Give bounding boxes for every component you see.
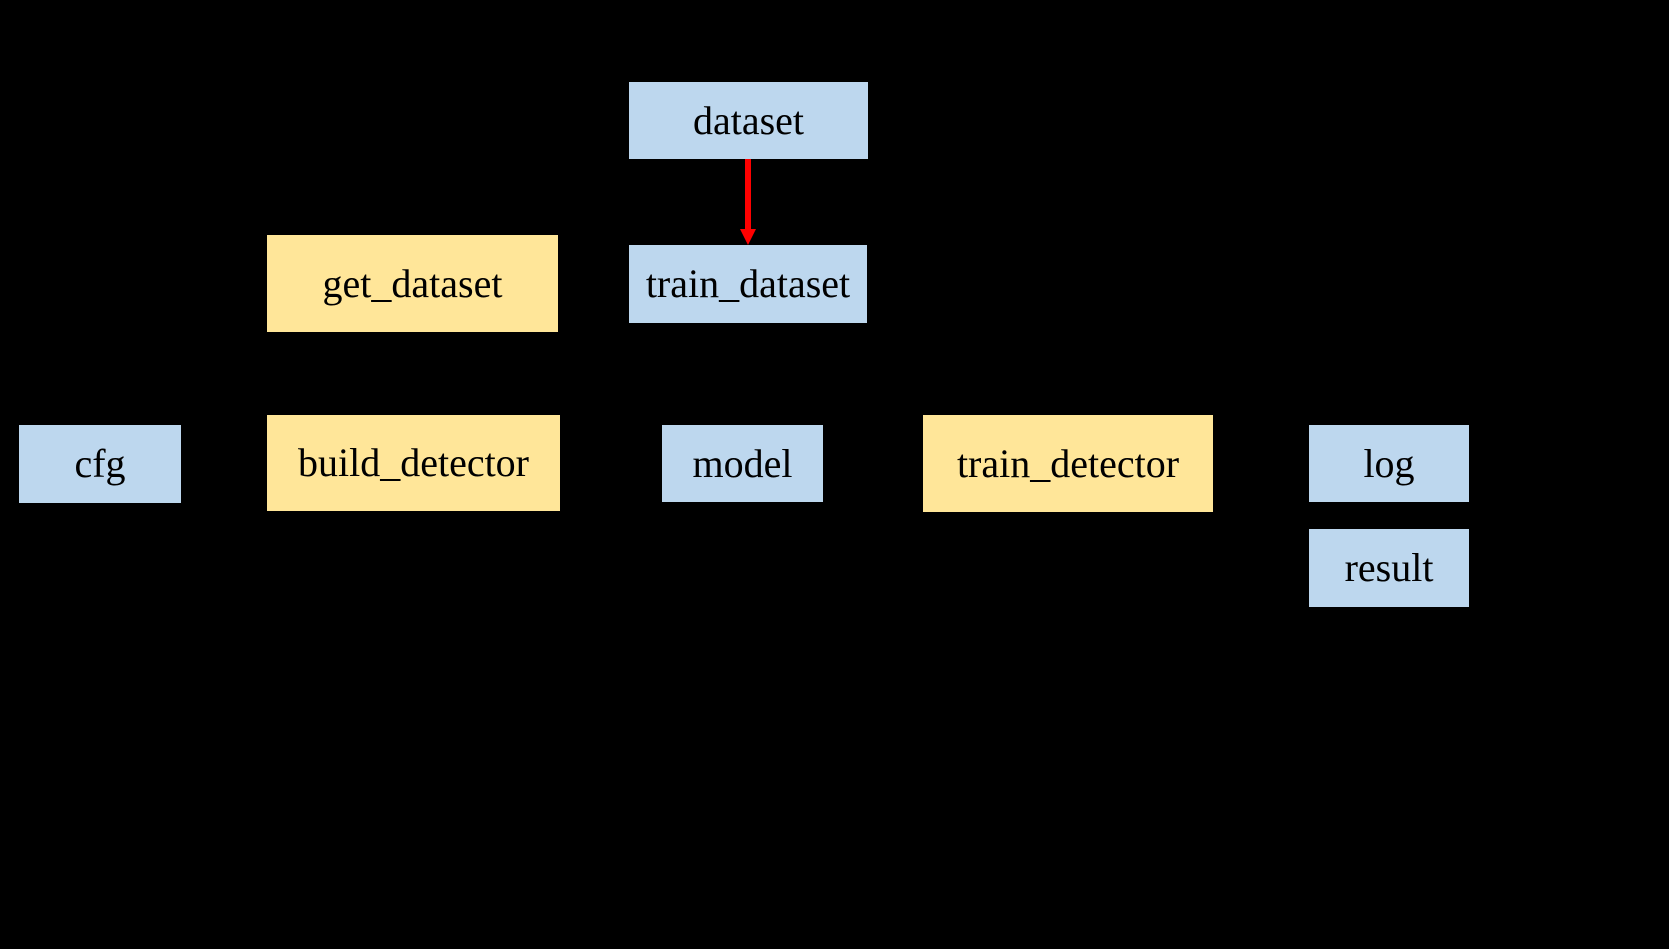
node-build-detector: build_detector: [267, 415, 560, 511]
node-dataset: dataset: [629, 82, 868, 159]
node-train-detector: train_detector: [923, 415, 1213, 512]
node-model: model: [662, 425, 823, 502]
node-cfg: cfg: [19, 425, 181, 503]
node-get-dataset: get_dataset: [267, 235, 558, 332]
node-result: result: [1309, 529, 1469, 607]
node-log: log: [1309, 425, 1469, 502]
arrow-dataset-to-train-dataset: [740, 159, 756, 245]
node-train-dataset: train_dataset: [629, 245, 867, 323]
